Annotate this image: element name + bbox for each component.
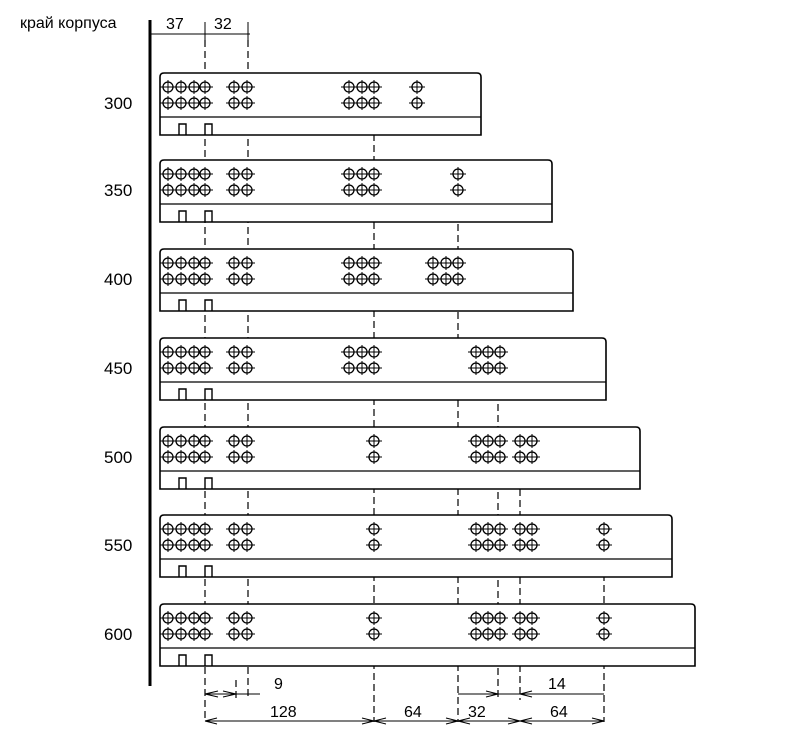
rails-group: 300 350 400 450 500 550 600 <box>104 72 696 667</box>
rail: 350 <box>104 159 553 223</box>
arrow <box>204 690 219 695</box>
rail-body <box>159 514 673 578</box>
arrow <box>361 720 375 725</box>
rail-tab <box>204 210 213 222</box>
rail-tab <box>204 299 213 311</box>
rail: 500 <box>104 426 641 490</box>
rail-tab <box>204 565 213 577</box>
arrow <box>373 720 387 725</box>
rail-tab <box>178 388 187 400</box>
cabinet-edge-label: край корпуса <box>20 15 117 32</box>
arrow <box>591 720 605 725</box>
arrow <box>361 717 375 722</box>
rail-tab <box>178 477 187 489</box>
arrow <box>222 693 237 698</box>
rail-body <box>159 603 696 667</box>
rail-length-label: 550 <box>104 536 132 555</box>
rail-tab <box>178 565 187 577</box>
rail-length-label: 450 <box>104 359 132 378</box>
main-dimension-arrows <box>204 717 605 725</box>
rail-length-label: 300 <box>104 94 132 113</box>
arrow <box>519 720 533 725</box>
arrow <box>222 690 237 695</box>
rail: 600 <box>104 603 696 667</box>
dimension-128: 128 <box>270 704 297 721</box>
rail-length-label: 500 <box>104 448 132 467</box>
rail-tab <box>178 299 187 311</box>
rail-length-label: 400 <box>104 270 132 289</box>
arrow <box>485 693 499 698</box>
arrow <box>445 717 459 722</box>
rail-tab <box>178 123 187 135</box>
rail-length-label: 600 <box>104 625 132 644</box>
arrow <box>507 720 521 725</box>
rail-tab <box>204 654 213 666</box>
arrow <box>457 720 471 725</box>
rail-tab <box>204 477 213 489</box>
rail-tab <box>178 654 187 666</box>
arrow <box>445 720 459 725</box>
arrow <box>519 693 533 698</box>
arrow <box>519 690 533 695</box>
rail-tab <box>204 123 213 135</box>
arrow <box>204 720 218 725</box>
dimension-64-first: 64 <box>404 704 422 721</box>
dimension-9: 9 <box>274 676 283 693</box>
bottom-dimensions: 9 14 128 64 32 64 <box>204 676 605 725</box>
dimension-64-second: 64 <box>550 704 568 721</box>
dimension-32: 32 <box>214 16 232 33</box>
rail: 400 <box>104 248 574 312</box>
rail-tab <box>178 210 187 222</box>
dimension-14: 14 <box>548 676 566 693</box>
rail-body <box>159 72 482 136</box>
arrow <box>507 717 521 722</box>
rail-body <box>159 337 607 401</box>
rail-body <box>159 159 553 223</box>
arrow <box>373 717 387 722</box>
arrow <box>204 717 218 722</box>
dimension-37: 37 <box>166 16 184 33</box>
arrow <box>204 693 219 698</box>
rail: 300 <box>104 72 482 136</box>
arrow <box>591 717 605 722</box>
arrow <box>485 690 499 695</box>
arrow <box>457 717 471 722</box>
arrow <box>519 717 533 722</box>
rail: 450 <box>104 337 607 401</box>
rail: 550 <box>104 514 673 578</box>
rail-tab <box>204 388 213 400</box>
rail-length-label: 350 <box>104 181 132 200</box>
dimension-32-bottom: 32 <box>468 704 486 721</box>
